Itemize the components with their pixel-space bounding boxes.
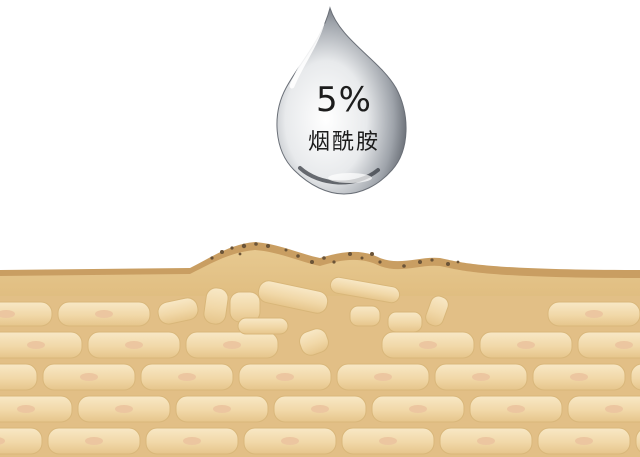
cell-nucleus xyxy=(575,437,593,445)
cell-nucleus xyxy=(115,405,133,413)
cell-nucleus xyxy=(276,373,294,381)
cell-nucleus xyxy=(213,405,231,413)
skin-cell xyxy=(577,331,640,359)
cell-nucleus xyxy=(125,341,143,349)
cell-nucleus xyxy=(178,373,196,381)
cell-nucleus xyxy=(517,341,535,349)
cell-nucleus xyxy=(95,310,113,318)
cell-nucleus xyxy=(472,373,490,381)
skin-cell xyxy=(0,395,73,423)
cell-nucleus xyxy=(281,437,299,445)
ingredient-label: 烟酰胺 xyxy=(307,130,380,155)
cell-nucleus xyxy=(477,437,495,445)
cell-nucleus xyxy=(85,437,103,445)
cell-nucleus xyxy=(311,405,329,413)
cell-nucleus xyxy=(605,405,623,413)
skin-cell xyxy=(0,301,53,327)
cell-nucleus xyxy=(223,341,241,349)
cell-nucleus xyxy=(615,341,633,349)
skin-cell xyxy=(567,395,640,423)
cell-nucleus xyxy=(507,405,525,413)
displaced-cells xyxy=(157,276,449,356)
surface-dirt xyxy=(210,242,460,268)
cell-nucleus xyxy=(17,405,35,413)
skin-cell xyxy=(0,363,38,391)
skin-cell xyxy=(0,427,43,455)
concentration-label: 5% xyxy=(316,80,372,120)
water-droplet-icon xyxy=(276,6,407,195)
cell-nucleus xyxy=(80,373,98,381)
cell-nucleus xyxy=(0,310,15,318)
skin-cell xyxy=(635,429,640,453)
cell-nucleus xyxy=(374,373,392,381)
cell-nucleus xyxy=(570,373,588,381)
cell-nucleus xyxy=(379,437,397,445)
cell-nucleus xyxy=(183,437,201,445)
cell-nucleus xyxy=(585,310,603,318)
skin-cell xyxy=(630,363,640,391)
skin-surface-top xyxy=(0,250,640,298)
cell-nucleus xyxy=(409,405,427,413)
cell-nucleus xyxy=(419,341,437,349)
cell-rows xyxy=(0,301,640,455)
cell-nucleus xyxy=(27,341,45,349)
cell-nucleus xyxy=(0,437,5,445)
